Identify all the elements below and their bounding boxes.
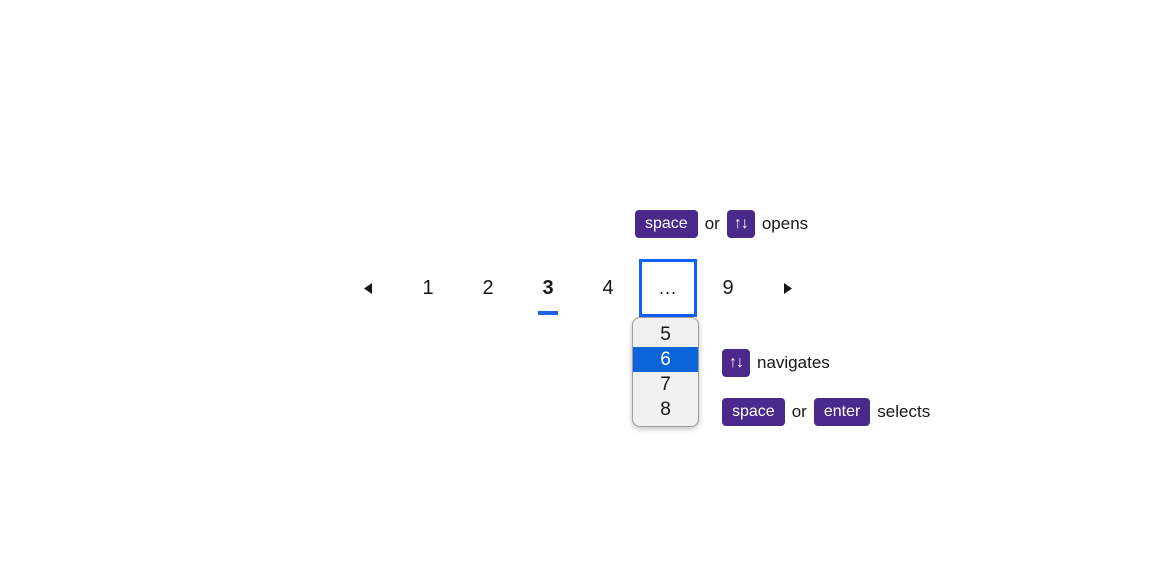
dropdown-option-7[interactable]: 7 <box>633 372 698 397</box>
page-label: 3 <box>542 276 554 299</box>
page-button-2[interactable]: 2 <box>458 259 518 317</box>
option-label: 7 <box>660 373 671 395</box>
hint-conjunction: or <box>791 402 807 421</box>
page-label: 4 <box>602 276 614 299</box>
option-label: 8 <box>660 398 671 420</box>
hint-opens: space or ↑↓ opens <box>635 210 808 238</box>
page-button-3-current[interactable]: 3 <box>518 259 578 317</box>
hint-conjunction: or <box>704 214 720 233</box>
up-down-arrows-icon: ↑↓ <box>726 210 755 238</box>
hint-navigates: ↑↓ navigates <box>722 349 830 377</box>
page-label: 2 <box>482 276 494 299</box>
current-page-indicator <box>538 311 558 315</box>
page-label: 1 <box>422 276 434 299</box>
option-label: 6 <box>660 348 671 370</box>
next-page-button[interactable] <box>758 259 818 317</box>
pagination-nav: 1 2 3 4 ... 9 <box>338 259 818 317</box>
hint-selects: space or enter selects <box>722 398 930 426</box>
page-label: 9 <box>722 276 734 299</box>
hint-action-opens: opens <box>761 214 809 233</box>
page-button-9[interactable]: 9 <box>698 259 758 317</box>
option-label: 5 <box>660 323 671 345</box>
overflow-ellipsis: ... <box>658 277 677 298</box>
previous-page-button[interactable] <box>338 259 398 317</box>
caret-left-icon <box>364 282 372 294</box>
page-button-1[interactable]: 1 <box>398 259 458 317</box>
dropdown-option-8[interactable]: 8 <box>633 397 698 422</box>
up-down-arrows-icon: ↑↓ <box>722 349 750 377</box>
overflow-menu-slot: ... <box>638 259 698 317</box>
dropdown-option-5[interactable]: 5 <box>633 322 698 347</box>
page-overflow-button[interactable]: ... <box>639 259 697 317</box>
dropdown-option-6-selected[interactable]: 6 <box>633 347 698 372</box>
hint-action-navigates: navigates <box>757 353 830 372</box>
page-button-4[interactable]: 4 <box>578 259 638 317</box>
page-overflow-dropdown: 5 6 7 8 <box>632 317 699 427</box>
space-key-badge: space <box>635 210 698 238</box>
caret-right-icon <box>784 282 792 294</box>
enter-key-badge: enter <box>813 398 871 426</box>
hint-action-selects: selects <box>877 402 931 421</box>
space-key-badge: space <box>722 398 785 426</box>
